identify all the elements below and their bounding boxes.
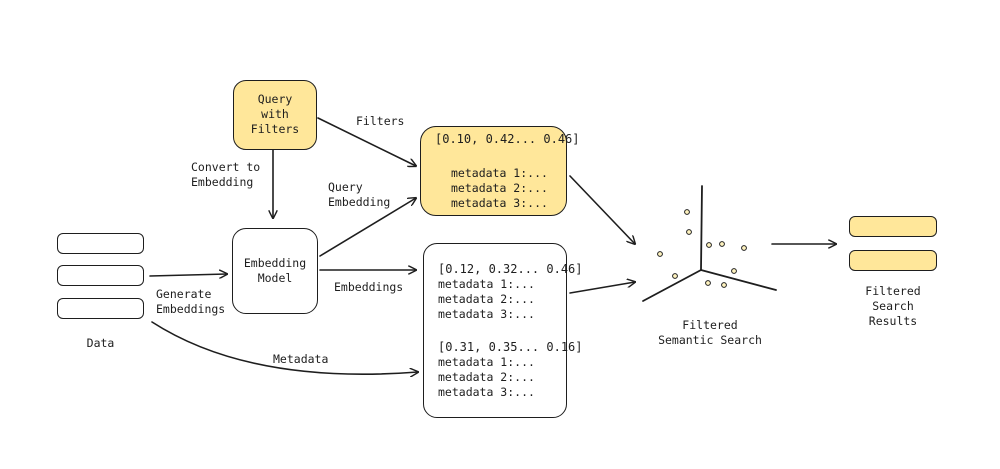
- query-vector-value: [0.10, 0.42... 0.46]: [435, 132, 580, 146]
- edge-label-convert: Convert to Embedding: [191, 160, 260, 190]
- edge-label-query-embedding: Query Embedding: [328, 180, 390, 210]
- query-vector-metadata: metadata 1:... metadata 2:... metadata 3…: [451, 166, 548, 211]
- metadata-line: metadata 1:...: [451, 166, 548, 180]
- document-vectors-node: [423, 243, 567, 418]
- edge-label-line: Query: [328, 180, 363, 194]
- data-record-2: [57, 265, 144, 286]
- search-label-line: Filtered: [682, 318, 738, 332]
- arrow-docs-to-search: [569, 282, 635, 294]
- metadata-line: metadata 2:...: [438, 292, 535, 306]
- edge-label-line: Convert to: [191, 160, 261, 174]
- result-item-2: [849, 250, 937, 271]
- results-label-line: Results: [868, 314, 918, 328]
- model-label-line: Embedding: [243, 256, 307, 270]
- data-record-3: [57, 298, 144, 319]
- search-label-line: Semantic Search: [658, 333, 762, 347]
- embedding-model-label: Embedding Model: [232, 256, 318, 286]
- metadata-line: metadata 3:...: [438, 385, 535, 399]
- metadata-line: metadata 3:...: [438, 307, 535, 321]
- results-label-line: Search: [872, 299, 914, 313]
- results-label-line: Filtered: [865, 284, 921, 298]
- vector-value: [0.31, 0.35... 0.16]: [438, 340, 583, 354]
- query-node-label: Query with Filters: [233, 92, 317, 137]
- query-label-line: with: [261, 107, 289, 121]
- edge-label-line: Embedding: [328, 195, 391, 209]
- data-label: Data: [86, 336, 115, 350]
- edge-label-embeddings: Embeddings: [334, 280, 404, 294]
- vector-space-points: [657, 209, 747, 288]
- vector-value: [0.12, 0.32... 0.46]: [438, 262, 583, 276]
- arrow-query-to-search: [569, 175, 635, 244]
- data-record-1: [57, 233, 144, 254]
- arrow-query-embedding: [319, 198, 416, 257]
- edge-label-filters: Filters: [356, 114, 405, 128]
- arrow-metadata: [151, 321, 418, 374]
- edge-label-line: Embedding: [191, 175, 254, 189]
- document-vector-1: [0.12, 0.32... 0.46] metadata 1:... meta…: [438, 262, 583, 322]
- document-vector-2: [0.31, 0.35... 0.16] metadata 1:... meta…: [438, 340, 583, 400]
- arrow-generate-embeddings: [149, 274, 227, 276]
- edge-label-generate: Generate Embeddings: [156, 287, 225, 317]
- query-label-line: Query: [257, 92, 293, 106]
- results-label: Filtered Search Results: [849, 284, 937, 329]
- model-label-line: Model: [257, 271, 293, 285]
- metadata-line: metadata 2:...: [451, 181, 548, 195]
- metadata-line: metadata 2:...: [438, 370, 535, 384]
- edge-label-line: Embeddings: [156, 302, 226, 316]
- search-label: Filtered Semantic Search: [650, 318, 770, 348]
- query-label-line: Filters: [250, 122, 300, 136]
- embedding-model-node: [232, 228, 318, 314]
- vector-space-axes: [642, 185, 777, 302]
- query-vector-node: [420, 126, 567, 216]
- result-item-1: [849, 216, 937, 237]
- metadata-line: metadata 1:...: [438, 277, 535, 291]
- arrow-filters: [317, 117, 416, 166]
- metadata-line: metadata 3:...: [451, 196, 548, 210]
- query-node: [233, 80, 317, 150]
- edge-label-line: Generate: [156, 287, 212, 301]
- metadata-line: metadata 1:...: [438, 355, 535, 369]
- edge-label-metadata: Metadata: [273, 352, 329, 366]
